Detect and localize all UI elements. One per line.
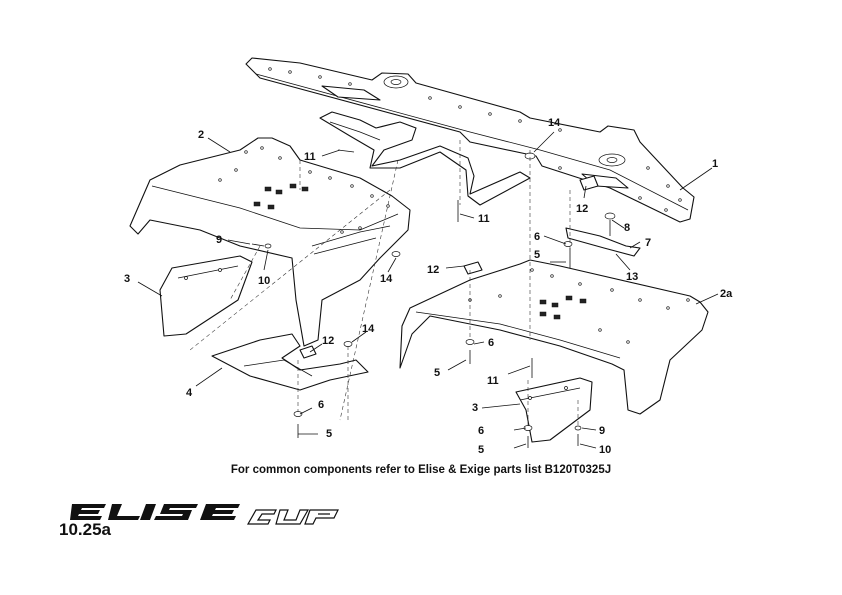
callout-6-b: 6 [488, 337, 494, 349]
callout-3-right: 3 [472, 402, 478, 414]
callout-6-a: 6 [534, 231, 540, 243]
callout-11-b: 11 [478, 213, 490, 225]
page-number: 10.25a [59, 520, 111, 539]
callout-2a: 2a [720, 288, 733, 300]
callout-12-a: 12 [576, 203, 588, 215]
callout-5-a: 5 [534, 249, 540, 261]
callout-10-b: 10 [599, 444, 611, 456]
callout-5-d: 5 [478, 444, 484, 456]
part-4-lower-bracket [211, 333, 369, 391]
callout-14-c: 14 [362, 323, 375, 335]
part-3-right-side-plate [515, 377, 593, 443]
callout-6-d: 6 [478, 425, 484, 437]
callout-12-c: 12 [322, 335, 334, 347]
callout-11-c: 11 [487, 375, 499, 387]
callout-11-a: 11 [304, 151, 316, 163]
part-3-left-side-plate [159, 255, 253, 337]
callout-14-b: 14 [380, 273, 393, 285]
callout-13: 13 [626, 271, 638, 283]
part-7-small-bracket [565, 227, 641, 257]
callout-8: 8 [624, 222, 630, 234]
callout-14-a: 14 [548, 117, 561, 129]
callout-12-b: 12 [427, 264, 439, 276]
callout-5-b: 5 [434, 367, 440, 379]
callout-leader-lines [137, 131, 719, 449]
callout-4: 4 [186, 387, 193, 399]
assembly-dashed-lines [189, 140, 579, 426]
hardware-fasteners [251, 149, 616, 448]
cup-wordmark [246, 509, 339, 525]
callout-10-a: 10 [258, 275, 270, 287]
part-1-mounting-rail [245, 57, 695, 223]
callout-numbers: 1 2 2a 3 3 4 5 5 5 5 6 6 6 6 7 8 9 9 10 … [124, 117, 733, 456]
elise-wordmark [70, 504, 240, 520]
callout-6-c: 6 [318, 399, 324, 411]
callout-9-b: 9 [599, 425, 605, 437]
callout-7: 7 [645, 237, 651, 249]
callout-1: 1 [712, 158, 718, 170]
part-2-left-diffuser-panel [129, 137, 411, 347]
elise-cup-logo [70, 504, 339, 525]
parts-list-reference-caption: For common components refer to Elise & E… [230, 464, 612, 476]
callout-2: 2 [198, 129, 204, 141]
callout-5-c: 5 [326, 428, 332, 440]
part-2a-right-diffuser-panel [399, 259, 709, 415]
callout-3-left: 3 [124, 273, 130, 285]
callout-9-a: 9 [216, 234, 222, 246]
center-mounting-bracket [319, 111, 531, 206]
